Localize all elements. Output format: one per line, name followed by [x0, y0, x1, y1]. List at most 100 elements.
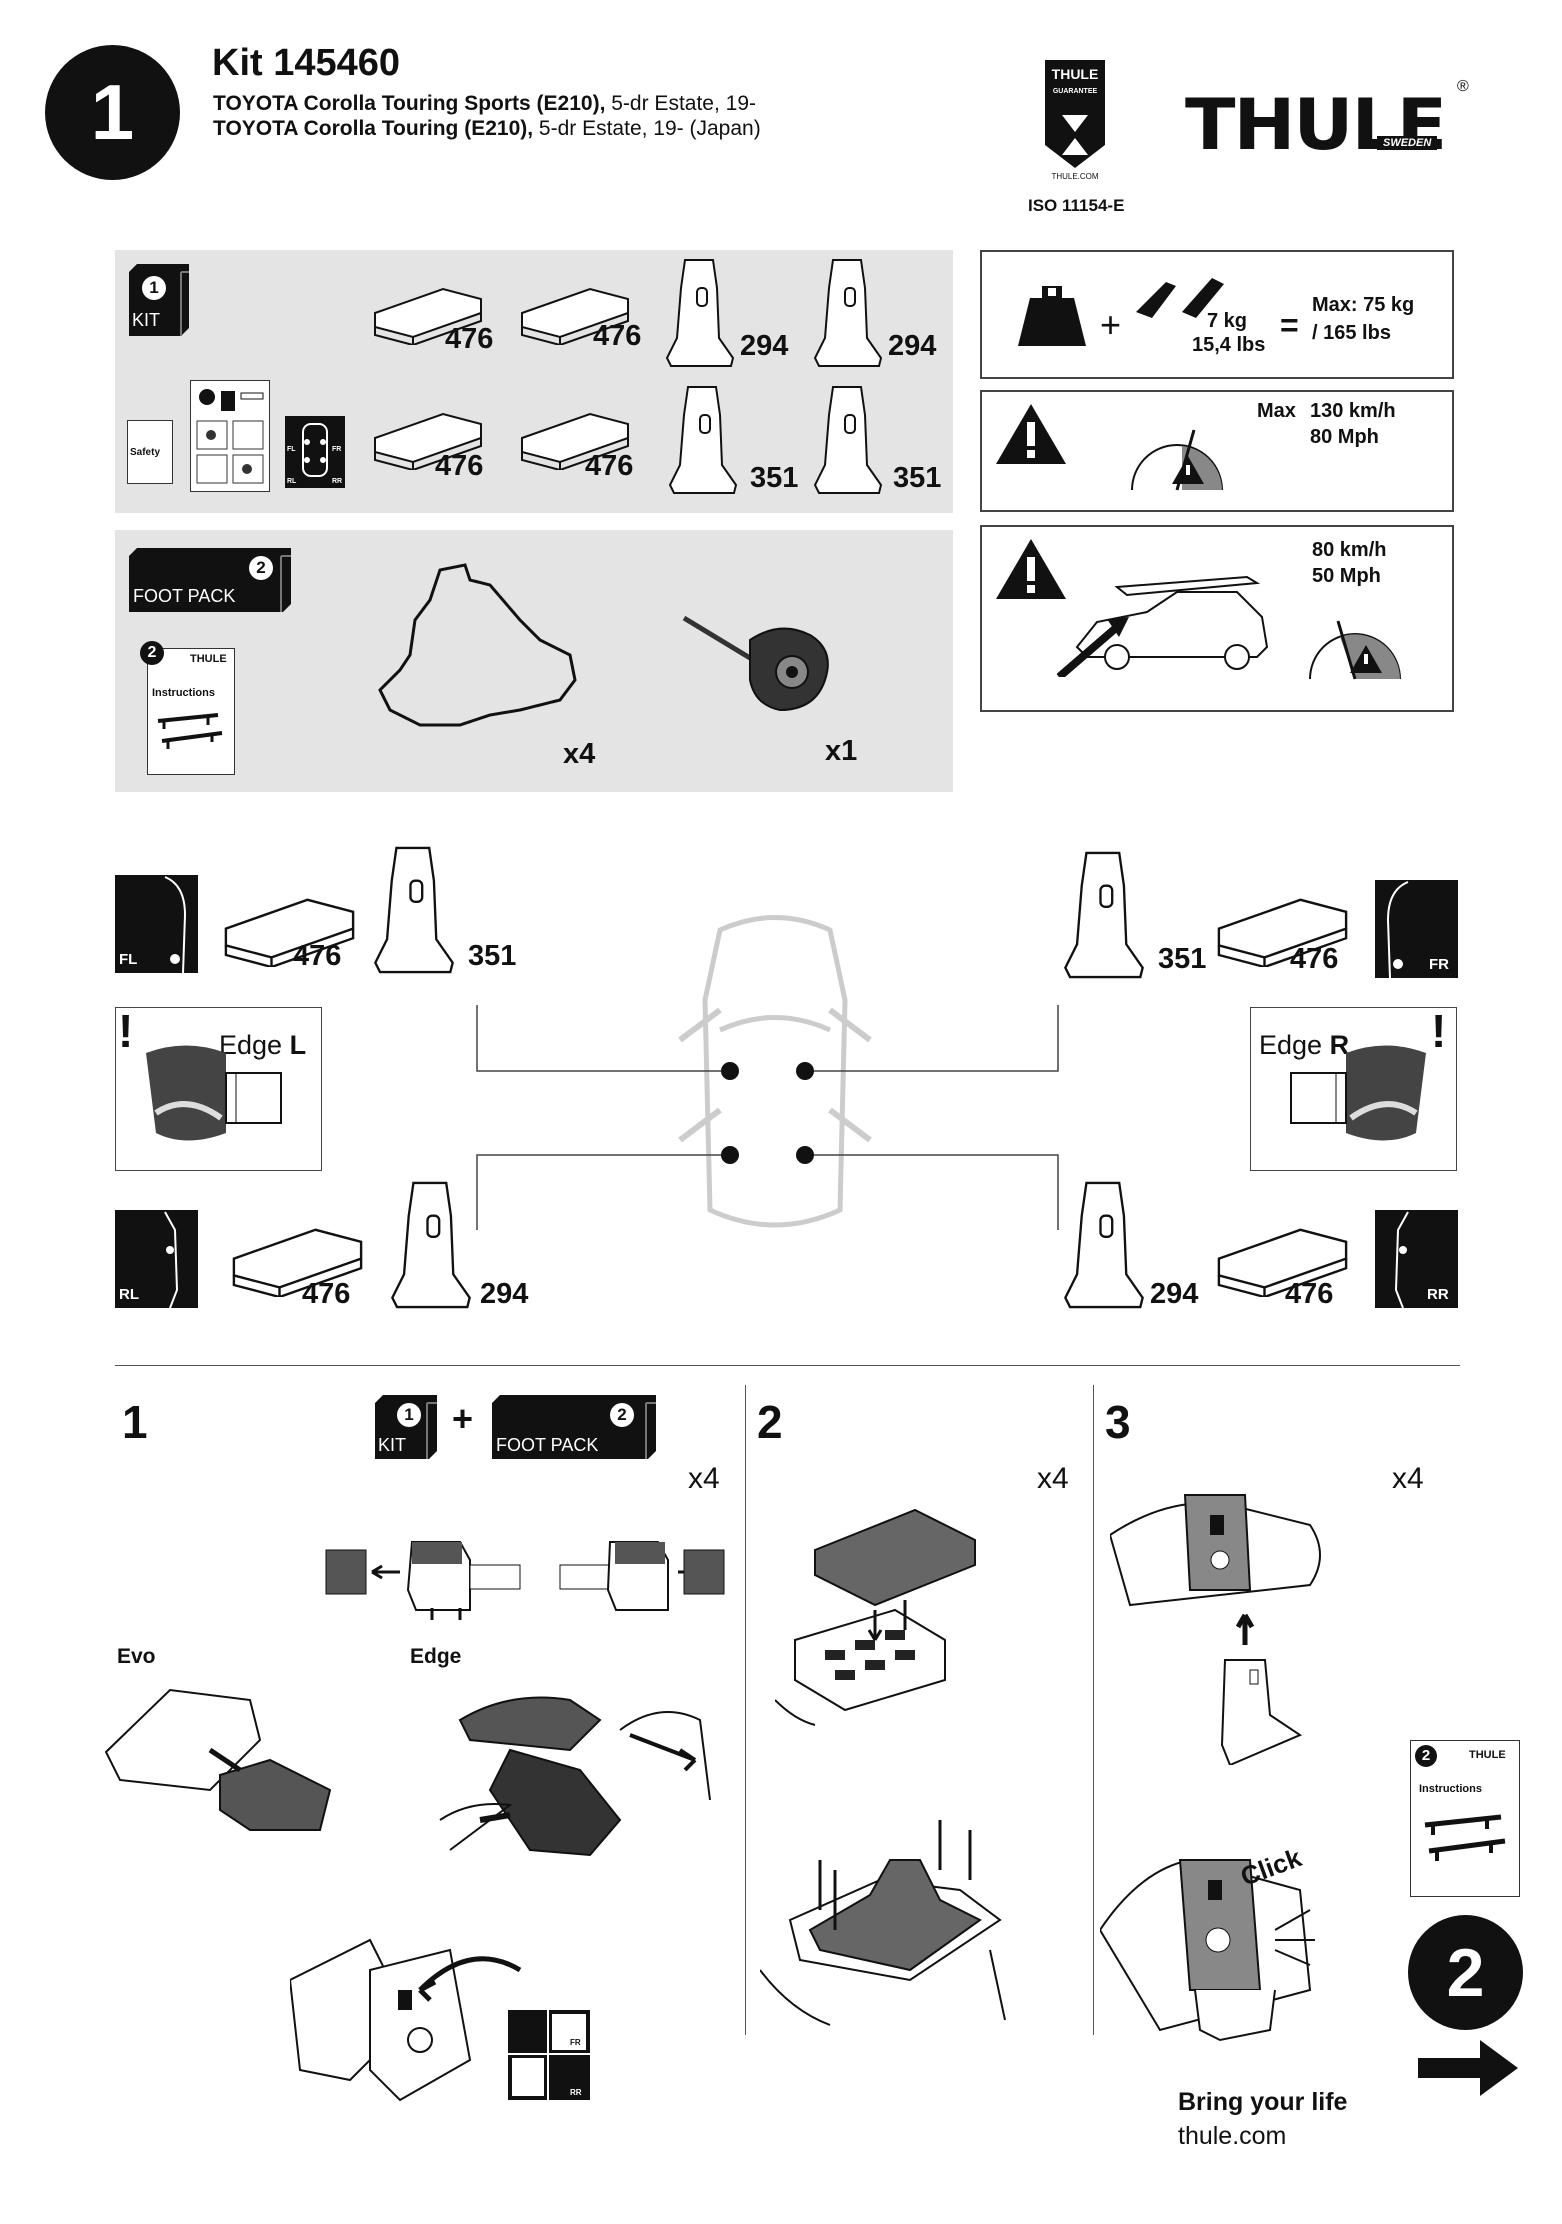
pad-part — [373, 285, 483, 345]
fl-clamp — [373, 845, 455, 975]
rl-pad — [230, 1225, 365, 1297]
kit-badge: 1 KIT — [129, 264, 189, 336]
pad-insertion-drawing — [775, 1490, 985, 1730]
rr-pad — [1215, 1225, 1350, 1297]
step-3-instructions-label: Instructions — [1419, 1783, 1482, 1795]
car-with-load-drawing — [1057, 575, 1269, 677]
loaded-speed-mph: 50 Mph — [1312, 565, 1381, 587]
footpack-badge-label: FOOT PACK — [133, 586, 236, 606]
warning-icon — [996, 539, 1066, 599]
footer-url[interactable]: thule.com — [1178, 2122, 1287, 2150]
column-divider — [1093, 1385, 1094, 2035]
edge-label: Edge — [410, 1645, 462, 1668]
registered-mark: ® — [1457, 78, 1469, 95]
rr-label: RR — [1427, 1286, 1449, 1303]
foot-quantity: x4 — [563, 738, 596, 770]
weight-icon — [1018, 286, 1086, 346]
instructions-booklet: 2 THULE Instructions — [140, 641, 235, 775]
rr-clamp — [1063, 1180, 1145, 1310]
pos-fr: FR — [332, 446, 342, 453]
step-1-quantity: x4 — [688, 1462, 720, 1495]
section-divider — [115, 1365, 1460, 1366]
part-number: 476 — [585, 450, 634, 482]
vehicle-detail: 5-dr Estate, 19- (Japan) — [533, 117, 761, 140]
step-1-disassembly-drawing — [320, 1520, 730, 1630]
mini-rr-label: RR — [570, 2088, 582, 2097]
pos-rr: RR — [332, 478, 343, 485]
mini-position-card: FR RL RR — [508, 2010, 590, 2100]
leader-lines — [476, 1005, 1059, 1230]
edge-left-label: Edge L — [219, 1030, 306, 1061]
part-number: 476 — [593, 320, 642, 352]
part-number: 351 — [893, 462, 942, 494]
arrow-right-icon[interactable] — [1418, 2040, 1518, 2096]
footpack-badge-number: 2 — [249, 556, 273, 580]
guarantee-label: THULE — [1051, 66, 1099, 82]
step-3-instructions-booklet: 2 THULE Instructions — [1410, 1740, 1520, 1897]
clamp-click-drawing: Click — [1100, 1830, 1360, 2060]
footpack-badge: 2 FOOT PACK — [129, 548, 291, 612]
step-1-footpack-label: FOOT PACK — [496, 1435, 599, 1455]
clamp-insertion-drawing — [1110, 1475, 1330, 1765]
load-capacity-box: + 7 kg 15,4 lbs = Max: 75 kg / 165 lbs — [980, 250, 1454, 379]
fl-position-card: FL — [115, 875, 198, 974]
fl-pad-number: 476 — [293, 940, 342, 972]
next-step-badge[interactable]: 2 — [1408, 1915, 1523, 2030]
pos-fl: FL — [287, 446, 296, 453]
fr-clamp — [1063, 850, 1145, 980]
step-3-instructions-number: 2 — [1415, 1745, 1437, 1767]
pos-rl: RL — [287, 478, 297, 485]
fl-label: FL — [119, 951, 138, 968]
rl-label: RL — [119, 1286, 139, 1303]
rl-pad-number: 476 — [302, 1278, 351, 1310]
step-1-kit-badge: 1 KIT — [375, 1395, 437, 1459]
clamp-part — [813, 258, 883, 368]
instructions-number: 2 — [140, 641, 164, 665]
iso-label: ISO 11154-E — [1028, 196, 1125, 215]
rl-clamp-number: 294 — [480, 1278, 529, 1310]
evo-foot-drawing — [100, 1680, 360, 1840]
vehicle-line-2: TOYOTA Corolla Touring (E210), 5-dr Esta… — [213, 117, 761, 141]
edge-left-box: ! Edge L — [115, 1005, 322, 1171]
safety-label: Safety — [130, 447, 161, 458]
loaded-speed-kmh: 80 km/h — [1312, 539, 1387, 561]
fr-pad — [1215, 895, 1350, 967]
part-number: 294 — [888, 330, 937, 362]
speedometer-icon — [1309, 620, 1401, 680]
tool-key-drawing — [680, 610, 835, 720]
roof-bars-icon — [1424, 1814, 1506, 1861]
edge-side: L — [289, 1030, 307, 1060]
kit-panel: 1 KIT Safety FL FR RL RR 476 476 294 294… — [115, 250, 953, 513]
clamp-mounting-drawing — [290, 1880, 570, 2110]
step-1-number: 1 — [122, 1396, 148, 1448]
edge-foot-right-drawing — [1290, 1045, 1426, 1141]
step-3-instructions-brand: THULE — [1469, 1749, 1506, 1761]
fl-pad — [222, 895, 357, 967]
fl-clamp-number: 351 — [468, 940, 517, 972]
instructions-label: Instructions — [152, 687, 215, 699]
mini-rl-label: RL — [512, 2088, 523, 2097]
mini-fr-label: FR — [570, 2038, 581, 2047]
step-2-number: 2 — [757, 1396, 783, 1448]
pad-press-drawing — [760, 1800, 1020, 2030]
speed-prefix: Max — [1257, 400, 1296, 422]
guarantee-seal: THULE GUARANTEE THULE.COM — [1040, 60, 1110, 190]
max-load-imperial: / 165 lbs — [1312, 322, 1391, 344]
edge-right-box: ! Edge R — [1250, 1005, 1457, 1171]
fr-pad-number: 476 — [1290, 943, 1339, 975]
step-badge: 1 — [45, 45, 180, 180]
warning-icon — [996, 404, 1066, 464]
pad-part — [520, 410, 630, 470]
safety-document: Safety — [127, 420, 173, 484]
rr-clamp-number: 294 — [1150, 1278, 1199, 1310]
vehicle-line-1: TOYOTA Corolla Touring Sports (E210), 5-… — [213, 92, 756, 116]
next-step-number: 2 — [1446, 1934, 1485, 2011]
step-1-footpack-number: 2 — [610, 1403, 634, 1427]
warning-exclamation: ! — [1431, 1005, 1447, 1057]
instructions-brand: THULE — [190, 653, 227, 665]
clamp-part — [813, 385, 883, 495]
speed-mph: 80 Mph — [1310, 426, 1379, 448]
rr-pad-number: 476 — [1285, 1278, 1334, 1310]
step-1-kit-label: KIT — [378, 1435, 407, 1455]
footpack-panel: 2 FOOT PACK 2 THULE Instructions x4 x1 — [115, 530, 953, 792]
